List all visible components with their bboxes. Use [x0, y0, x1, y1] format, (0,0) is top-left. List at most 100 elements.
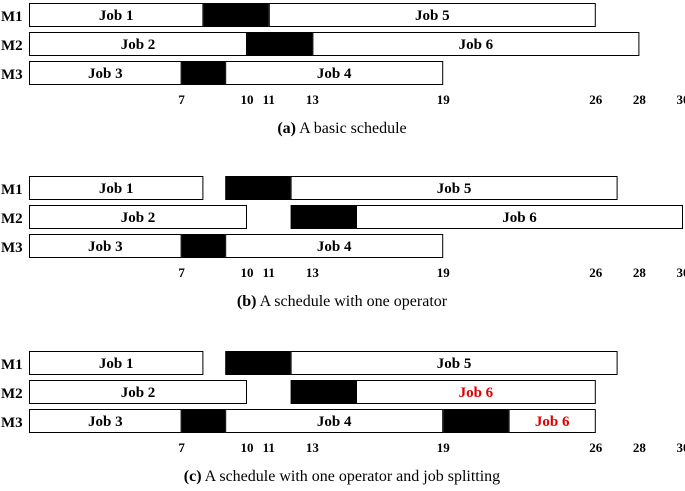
panel-caption: (b) A schedule with one operator: [237, 293, 448, 310]
tick-label: 30: [677, 265, 685, 280]
job-bar: [29, 380, 247, 404]
tick-label: 13: [306, 440, 320, 455]
setup-block: [203, 3, 269, 27]
caption-text: A basic schedule: [296, 120, 407, 137]
setup-block: [290, 205, 356, 229]
job-label: Job 5: [415, 8, 450, 24]
machine-row-m3: M3 Job 3 Job 4: [1, 234, 444, 258]
job-label: Job 3: [88, 414, 123, 430]
tick-label: 26: [589, 92, 603, 107]
machine-row-m2: M2 Job 2 Job 6: [1, 380, 596, 404]
job-bar: [356, 205, 683, 229]
job-label: Job 2: [121, 37, 156, 53]
job-bar: [29, 234, 182, 258]
job-bar: [29, 32, 247, 56]
job-label: Job 1: [99, 8, 134, 24]
job-bar: [29, 205, 247, 229]
panel-c: M1 Job 1 Job 5 M2 Job 2 Job 6 M3 Job 3 Job 4 Job …: [1, 351, 685, 485]
setup-block: [225, 351, 291, 375]
job-label: Job 6: [459, 37, 494, 53]
tick-label: 19: [437, 440, 451, 455]
machine-row-m2: M2 Job 2 Job 6: [1, 205, 683, 229]
caption-text: A schedule with one operator: [256, 293, 447, 310]
time-axis: 710111319262830: [178, 265, 685, 280]
machine-row-m1: M1 Job 1 Job 5: [1, 3, 596, 27]
caption-letter: (a): [277, 120, 296, 137]
machine-label: M1: [1, 9, 23, 25]
tick-label: 28: [633, 265, 647, 280]
job-label: Job 3: [88, 239, 123, 255]
tick-label: 19: [437, 92, 451, 107]
setup-block: [247, 32, 313, 56]
tick-label: 13: [306, 92, 320, 107]
machine-label: M2: [1, 211, 23, 227]
machine-label: M3: [1, 67, 23, 83]
job-label: Job 5: [437, 181, 472, 197]
tick-label: 30: [677, 440, 685, 455]
job-label: Job 6: [459, 385, 494, 401]
panel-caption: (c) A schedule with one operator and job…: [184, 468, 500, 485]
job-bar: [225, 61, 444, 85]
job-bar: [268, 3, 596, 27]
job-label: Job 4: [317, 66, 352, 82]
setup-block: [181, 61, 226, 85]
setup-block: [290, 380, 356, 404]
tick-label: 30: [677, 92, 685, 107]
tick-label: 7: [178, 440, 185, 455]
machine-label: M3: [1, 415, 23, 431]
setup-block: [225, 176, 291, 200]
machine-row-m1: M1 Job 1 Job 5: [1, 176, 618, 200]
job-label: Job 1: [99, 356, 134, 372]
job-bar: [290, 176, 618, 200]
tick-label: 10: [241, 440, 254, 455]
tick-label: 28: [633, 92, 647, 107]
setup-block: [181, 409, 226, 433]
tick-label: 13: [306, 265, 320, 280]
caption-letter: (b): [237, 293, 257, 310]
tick-label: 11: [263, 92, 275, 107]
job-label: Job 5: [437, 356, 472, 372]
tick-label: 7: [178, 265, 185, 280]
tick-label: 19: [437, 265, 451, 280]
job-bar: [290, 351, 618, 375]
machine-label: M1: [1, 357, 23, 373]
job-label: Job 6: [535, 414, 570, 430]
tick-label: 11: [263, 440, 275, 455]
job-label: Job 4: [317, 239, 352, 255]
tick-label: 28: [633, 440, 647, 455]
job-bar: [312, 32, 640, 56]
machine-label: M3: [1, 240, 23, 256]
machine-label: M2: [1, 38, 23, 54]
job-bar: [29, 176, 204, 200]
job-label: Job 4: [317, 414, 352, 430]
time-axis: 7 10 11 13 19 26 28 30: [178, 440, 685, 455]
job-label: Job 6: [502, 210, 537, 226]
tick-label: 26: [589, 440, 603, 455]
caption-letter: (c): [184, 468, 202, 485]
job-bar: [29, 409, 182, 433]
time-axis: 7 10 11 13 19 26 28 30: [178, 92, 685, 107]
job-bar: [356, 380, 596, 404]
job-label: Job 1: [99, 181, 134, 197]
machine-row-m3: M3 Job 3 Job 4 Job 6: [1, 409, 596, 433]
job-bar: [508, 409, 596, 433]
panel-caption: (a) A basic schedule: [277, 120, 406, 137]
setup-block: [181, 234, 226, 258]
job-label: Job 2: [121, 210, 156, 226]
tick-label: 26: [589, 265, 603, 280]
job-label: Job 2: [121, 385, 156, 401]
tick-label: 7: [178, 92, 185, 107]
machine-label: M1: [1, 182, 23, 198]
job-bar: [29, 351, 204, 375]
tick-label: 10: [241, 92, 254, 107]
job-bar: [225, 409, 444, 433]
machine-label: M2: [1, 386, 23, 402]
job-bar: [225, 234, 444, 258]
job-bar: [29, 3, 204, 27]
setup-block: [443, 409, 509, 433]
tick-label: 11: [263, 265, 275, 280]
